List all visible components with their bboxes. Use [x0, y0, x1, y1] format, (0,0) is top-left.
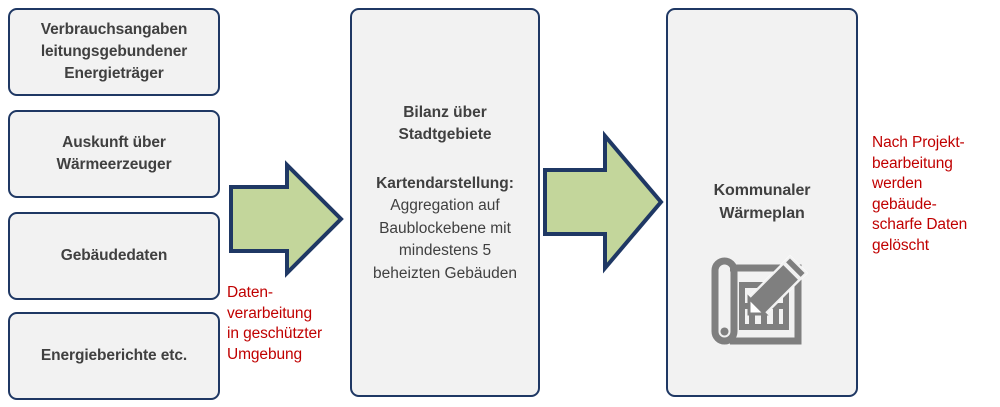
- processing-heading: Bilanz über Stadtgebiete: [398, 104, 492, 144]
- note-data-processing: Daten- verarbeitung in geschützter Umgeb…: [227, 284, 323, 363]
- input-box-label: Auskunft über Wärmeerzeuger: [56, 134, 172, 173]
- processing-body: Aggregation auf Baublockebene mit mindes…: [373, 197, 517, 282]
- arrow-processing-to-output: [543, 130, 664, 274]
- input-box-energieberichte[interactable]: Energieberichte etc.: [8, 312, 220, 400]
- input-box-label: Energieberichte etc.: [40, 347, 188, 364]
- input-box-gebaeudedaten[interactable]: Gebäudedaten: [8, 212, 220, 300]
- output-box-waermeplan[interactable]: Kommunaler Wärmeplan: [666, 8, 858, 397]
- input-box-label: Gebäudedaten: [60, 247, 168, 264]
- note-data-deletion: Nach Projekt- bearbeitung werden gebäude…: [872, 134, 968, 255]
- input-box-auskunft-waermeerzeuger[interactable]: Auskunft über Wärmeerzeuger: [8, 110, 220, 198]
- input-box-verbrauchsangaben[interactable]: Verbrauchsangaben leitungsgebundener Ene…: [8, 8, 220, 96]
- blueprint-pencil-icon: [711, 255, 808, 345]
- processing-box[interactable]: Bilanz über Stadtgebiete Kartendarstellu…: [350, 8, 540, 397]
- processing-subheading: Kartendarstellung:: [376, 174, 514, 192]
- output-box-label: Kommunaler Wärmeplan: [713, 182, 811, 222]
- arrow-inputs-to-processing: [229, 160, 344, 278]
- input-box-label: Verbrauchsangaben leitungsgebundener Ene…: [40, 21, 188, 82]
